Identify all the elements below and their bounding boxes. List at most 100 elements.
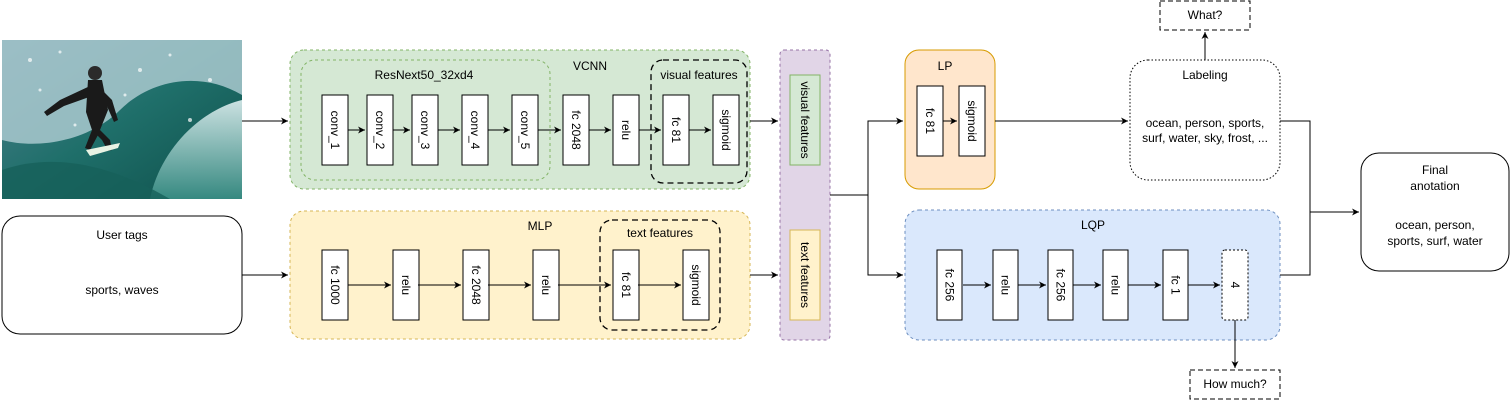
vcnn-layer-box [662,94,690,166]
lqp-layer-box [1162,249,1189,321]
final-line1: ocean, person, [1395,218,1474,232]
vcnn-layer-label: conv_4 [468,111,482,150]
user-tags-title: User tags [96,228,147,242]
vcnn-layer-label: fc 2048 [569,110,583,150]
vcnn-title: VCNN [573,59,607,73]
vcnn-layer-box [511,94,539,166]
final-annotation-box: Final anotation ocean, person, sports, s… [1360,152,1510,272]
vcnn-layer-fc-81: fc 81 [662,94,690,166]
mlp-layer-label: relu [539,275,553,295]
surfer-photo [2,40,242,199]
lqp-layer-box [992,249,1019,321]
visual-features-group [650,59,748,184]
lqp-layer-fc-1: fc 1 [1162,249,1189,321]
lqp-layer-relu: relu [1102,249,1129,321]
lp-layer-box [958,85,986,157]
lqp-layer-label: fc 256 [1054,269,1068,302]
vcnn-layer-conv-2: conv_2 [366,94,394,166]
vcnn-layer-fc-2048: fc 2048 [562,94,590,166]
final-title-line2: anotation [1410,179,1459,193]
mlp-layer-label: fc 81 [619,272,633,298]
vcnn-layers: conv_1 conv_2 conv_3 conv_4 conv_5 fc 2048 rel… [321,94,740,166]
lqp-layers: fc 256 relu fc 256 relu fc 1 [936,249,1189,321]
vcnn-layer-label: sigmoid [719,109,733,150]
mlp-layer-label: fc 1000 [328,265,342,305]
vcnn-layer-box [612,94,640,166]
mlp-layer-fc-81: fc 81 [612,249,640,321]
vcnn-layer-sigmoid: sigmoid [712,94,740,166]
vcnn-layer-conv-4: conv_4 [461,94,489,166]
arrow-concat-to-lqp [867,195,903,279]
mlp-layers: fc 1000 relu fc 2048 relu fc 81 sigmoid [321,249,710,321]
lp-title: LP [938,59,953,73]
vcnn-layer-label: conv_1 [328,111,342,150]
concat-text-features [789,229,821,321]
text-features-title: text features [627,226,693,240]
connectors [242,32,1359,368]
mlp-layer-box [321,249,349,321]
lp-layer-sigmoid: sigmoid [958,85,986,157]
lp-layers: fc 81 sigmoid [916,85,986,157]
labeling-box: Labeling ocean, person, sports, surf, wa… [1129,59,1281,181]
lqp-output-value: 4 [1228,282,1242,289]
final-line2: sports, surf, water [1387,234,1482,248]
final-title-line1: Final [1422,163,1448,177]
vcnn-layer-conv-1: conv_1 [321,94,349,166]
mlp-group: MLP text features [289,210,751,340]
vcnn-layer-label: conv_2 [373,111,387,150]
mlp-layer-sigmoid: sigmoid [682,249,710,321]
lqp-layer-box [936,249,963,321]
user-tags-box: User tags sports, waves [1,215,243,335]
lqp-title: LQP [1081,218,1105,232]
lqp-layer-label: fc 1 [1169,275,1183,295]
lqp-layer-box [1102,249,1129,321]
how-much-box: How much? [1189,369,1281,400]
lqp-layer-label: fc 256 [943,269,957,302]
mlp-layer-fc-2048: fc 2048 [462,249,490,321]
lp-layer-fc-81: fc 81 [916,85,944,157]
user-tags-value: sports, waves [85,283,158,297]
vcnn-layer-box [461,94,489,166]
lqp-layer-fc-256: fc 256 [936,249,963,321]
mlp-layer-relu: relu [392,249,420,321]
visual-features-title: visual features [660,68,737,82]
vcnn-layer-box [712,94,740,166]
mlp-layer-label: relu [399,275,413,295]
what-label: What? [1188,8,1223,22]
mlp-layer-fc-1000: fc 1000 [321,249,349,321]
vcnn-layer-label: relu [619,120,633,140]
labeling-line1: ocean, person, sports, [1146,116,1265,130]
vcnn-layer-label: conv_3 [418,111,432,150]
arrow-concat-to-lp [830,117,903,196]
mlp-layer-label: sigmoid [689,264,703,305]
mlp-layer-box [532,249,560,321]
concat-visual-features [789,74,821,166]
vcnn-layer-box [321,94,349,166]
resnext-title: ResNext50_32xd4 [375,68,474,82]
lqp-layer-relu: relu [992,249,1019,321]
mlp-layer-label: fc 2048 [469,265,483,305]
lp-layer-label: sigmoid [965,100,979,141]
labeling-line2: surf, water, sky, frost, ... [1142,131,1268,145]
labeling-title: Labeling [1182,68,1227,82]
lp-layer-box [916,85,944,157]
lqp-layer-label: relu [1109,275,1123,295]
mlp-title: MLP [528,219,553,233]
lp-layer-label: fc 81 [923,108,937,134]
vcnn-layer-label: fc 81 [669,117,683,143]
lqp-layer-fc-256: fc 256 [1047,249,1074,321]
lqp-output-box [1221,249,1249,321]
lqp-layer-label: relu [999,275,1013,295]
mlp-layer-box [612,249,640,321]
vcnn-layer-conv-3: conv_3 [411,94,439,166]
concat-text-label: text features [798,242,812,308]
mlp-layer-relu: relu [532,249,560,321]
merge-connector [1280,120,1311,276]
vcnn-layer-relu: relu [612,94,640,166]
vcnn-layer-conv-5: conv_5 [511,94,539,166]
how-much-label: How much? [1203,377,1267,391]
mlp-layer-box [682,249,710,321]
vcnn-layer-label: conv_5 [518,111,532,150]
resnext-group [300,59,551,181]
